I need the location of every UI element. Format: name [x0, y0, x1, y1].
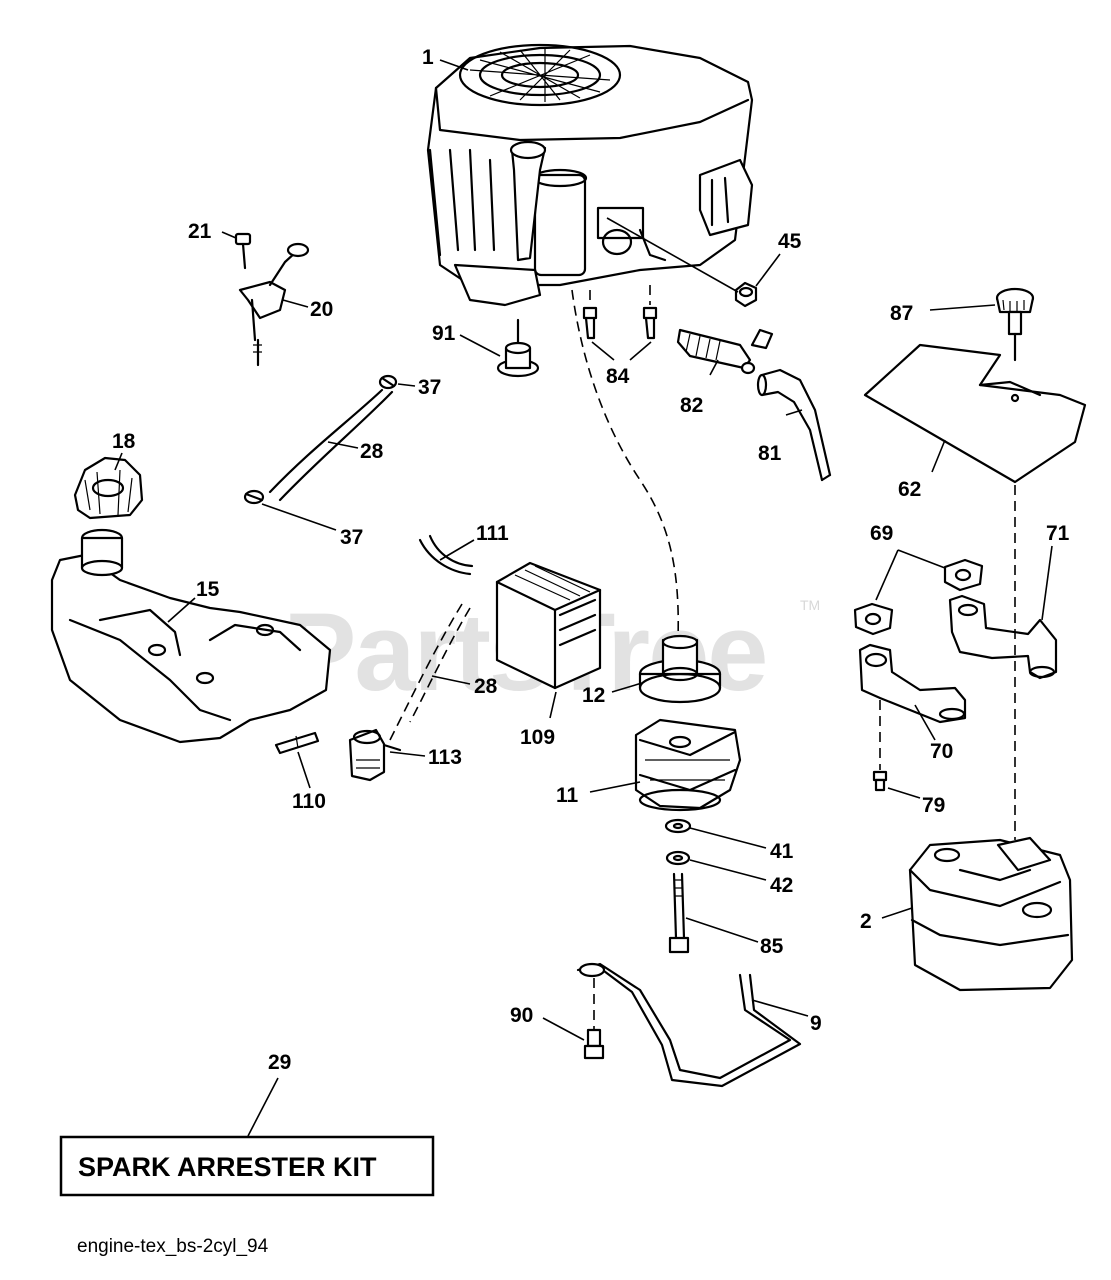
spark-arrester-kit-label: SPARK ARRESTER KIT: [78, 1152, 377, 1182]
bolt-90-part[interactable]: [583, 978, 605, 1060]
callout-2: 2: [860, 910, 872, 933]
nut-part[interactable]: [734, 281, 758, 308]
callout-91: 91: [432, 322, 456, 345]
fuel-line-28b-part[interactable]: [389, 603, 471, 741]
spark-arrester-kit-box[interactable]: SPARK ARRESTER KIT: [59, 1135, 435, 1197]
bolt-21-part[interactable]: [234, 232, 252, 270]
watermark-trademark: TM: [800, 597, 820, 613]
callout-1: 1: [422, 46, 434, 69]
callout-62: 62: [898, 478, 921, 501]
callout-70: 70: [930, 740, 953, 763]
callout-20: 20: [310, 298, 333, 321]
callout-90: 90: [510, 1004, 533, 1027]
callout-12: 12: [582, 684, 605, 707]
callout-28-bottom: 28: [474, 675, 498, 698]
pto-clutch-part[interactable]: [634, 718, 742, 812]
tee-fitting-part[interactable]: [274, 731, 320, 755]
callout-71: 71: [1046, 522, 1070, 545]
bushing-part[interactable]: [496, 318, 540, 378]
callout-37-top: 37: [418, 376, 441, 399]
callout-109: 109: [520, 726, 555, 749]
fuel-tank-part[interactable]: [50, 528, 332, 744]
fuel-line-28a-part[interactable]: [268, 388, 394, 502]
air-filter-part[interactable]: [495, 561, 602, 690]
callout-29: 29: [268, 1051, 291, 1074]
callout-113: 113: [428, 746, 462, 769]
callout-42: 42: [770, 874, 793, 897]
callout-18: 18: [112, 430, 136, 453]
bolt-85-part[interactable]: [668, 872, 690, 954]
callout-41: 41: [770, 840, 794, 863]
bolt-79-part[interactable]: [872, 700, 888, 792]
exhaust-pipe-71-part[interactable]: [948, 594, 1058, 680]
callout-37-bottom: 37: [340, 526, 363, 549]
fuel-cap-part[interactable]: [73, 456, 144, 520]
gasket-69-part[interactable]: [853, 558, 984, 636]
callout-79: 79: [922, 794, 945, 817]
callout-111: 111: [476, 522, 509, 545]
fuel-filter-part[interactable]: [676, 328, 774, 375]
callout-21: 21: [188, 220, 212, 243]
heat-shield-part[interactable]: [863, 343, 1087, 484]
muffler-part[interactable]: [908, 836, 1074, 992]
diagram-code: engine-tex_bs-2cyl_94: [77, 1236, 269, 1257]
callout-9: 9: [810, 1012, 822, 1035]
hose-111-part[interactable]: [418, 534, 474, 576]
bracket-9-part[interactable]: [576, 962, 802, 1088]
callout-110: 110: [292, 790, 326, 813]
callout-45: 45: [778, 230, 802, 253]
shutoff-valve-part[interactable]: [348, 728, 402, 782]
callout-85: 85: [760, 935, 784, 958]
knob-87-part[interactable]: [995, 287, 1035, 362]
callout-84: 84: [606, 365, 630, 388]
bolts-84-part[interactable]: [582, 285, 658, 340]
hose-clamp-37b-part[interactable]: [243, 489, 265, 505]
callout-87: 87: [890, 302, 913, 325]
washer-41-part[interactable]: [664, 818, 692, 834]
callout-81: 81: [758, 442, 782, 465]
pulley-12-part[interactable]: [638, 634, 722, 704]
fuel-hose-81-part[interactable]: [756, 368, 832, 482]
callout-69: 69: [870, 522, 893, 545]
hose-clamp-37a-part[interactable]: [378, 374, 398, 390]
callout-15: 15: [196, 578, 220, 601]
callout-28-top: 28: [360, 440, 384, 463]
callout-82: 82: [680, 394, 703, 417]
throttle-control-part[interactable]: [238, 242, 310, 367]
callout-11: 11: [556, 784, 579, 807]
engine-part[interactable]: [426, 43, 754, 307]
exhaust-pipe-70-part[interactable]: [858, 643, 967, 724]
washer-42-part[interactable]: [665, 850, 691, 866]
